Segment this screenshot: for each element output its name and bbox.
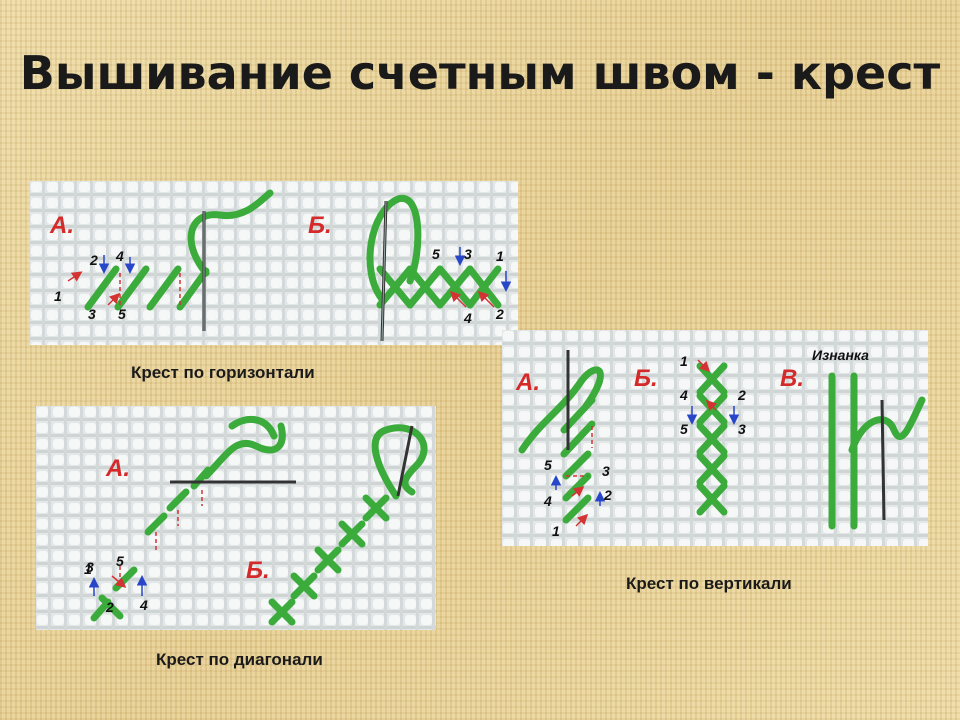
caption-vertical: Крест по вертикали [626,574,792,593]
diagonal-cross-illustration: А. Б. 1 2 3 4 5 [36,406,436,630]
step-label: 1 [84,561,92,577]
step-label: 5 [432,246,440,262]
step-label: 4 [115,248,124,264]
step-label: 5 [118,306,126,322]
label-a: А. [105,455,130,482]
page-title: Вышивание счетным швом - крест [19,46,941,100]
reverse-side-label: Изнанка [812,347,869,363]
label-b: Б. [634,365,658,392]
step-label: 5 [680,421,688,437]
step-label: 5 [116,553,124,569]
step-label: 4 [139,597,148,613]
step-label: 2 [495,306,504,322]
step-label: 2 [737,387,746,403]
caption-horizontal: Крест по горизонтали [131,363,315,382]
step-label: 5 [544,457,552,473]
step-label: 2 [603,487,612,503]
step-label: 4 [679,387,688,403]
step-label: 3 [464,246,472,262]
step-label: 4 [463,310,472,326]
step-label: 1 [54,288,62,304]
step-label: 3 [738,421,746,437]
label-a: А. [49,212,74,239]
step-label: 3 [602,463,610,479]
label-a: А. [515,369,540,396]
step-label: 3 [88,306,96,322]
vertical-cross-illustration: А. Б. В. Изнанка 1 2 3 4 5 [502,330,928,546]
step-label: 2 [89,252,98,268]
step-label: 2 [105,599,114,615]
step-label: 1 [496,248,504,264]
caption-diagonal: Крест по диагонали [156,650,323,669]
horizontal-cross-illustration: А. Б. 1 2 3 4 5 [30,181,518,345]
label-b: Б. [308,212,332,239]
label-b: Б. [246,557,270,584]
label-c: В. [780,365,804,392]
step-label: 1 [680,353,688,369]
step-label: 4 [543,493,552,509]
step-label: 3 [86,559,94,575]
step-label: 1 [552,523,560,539]
